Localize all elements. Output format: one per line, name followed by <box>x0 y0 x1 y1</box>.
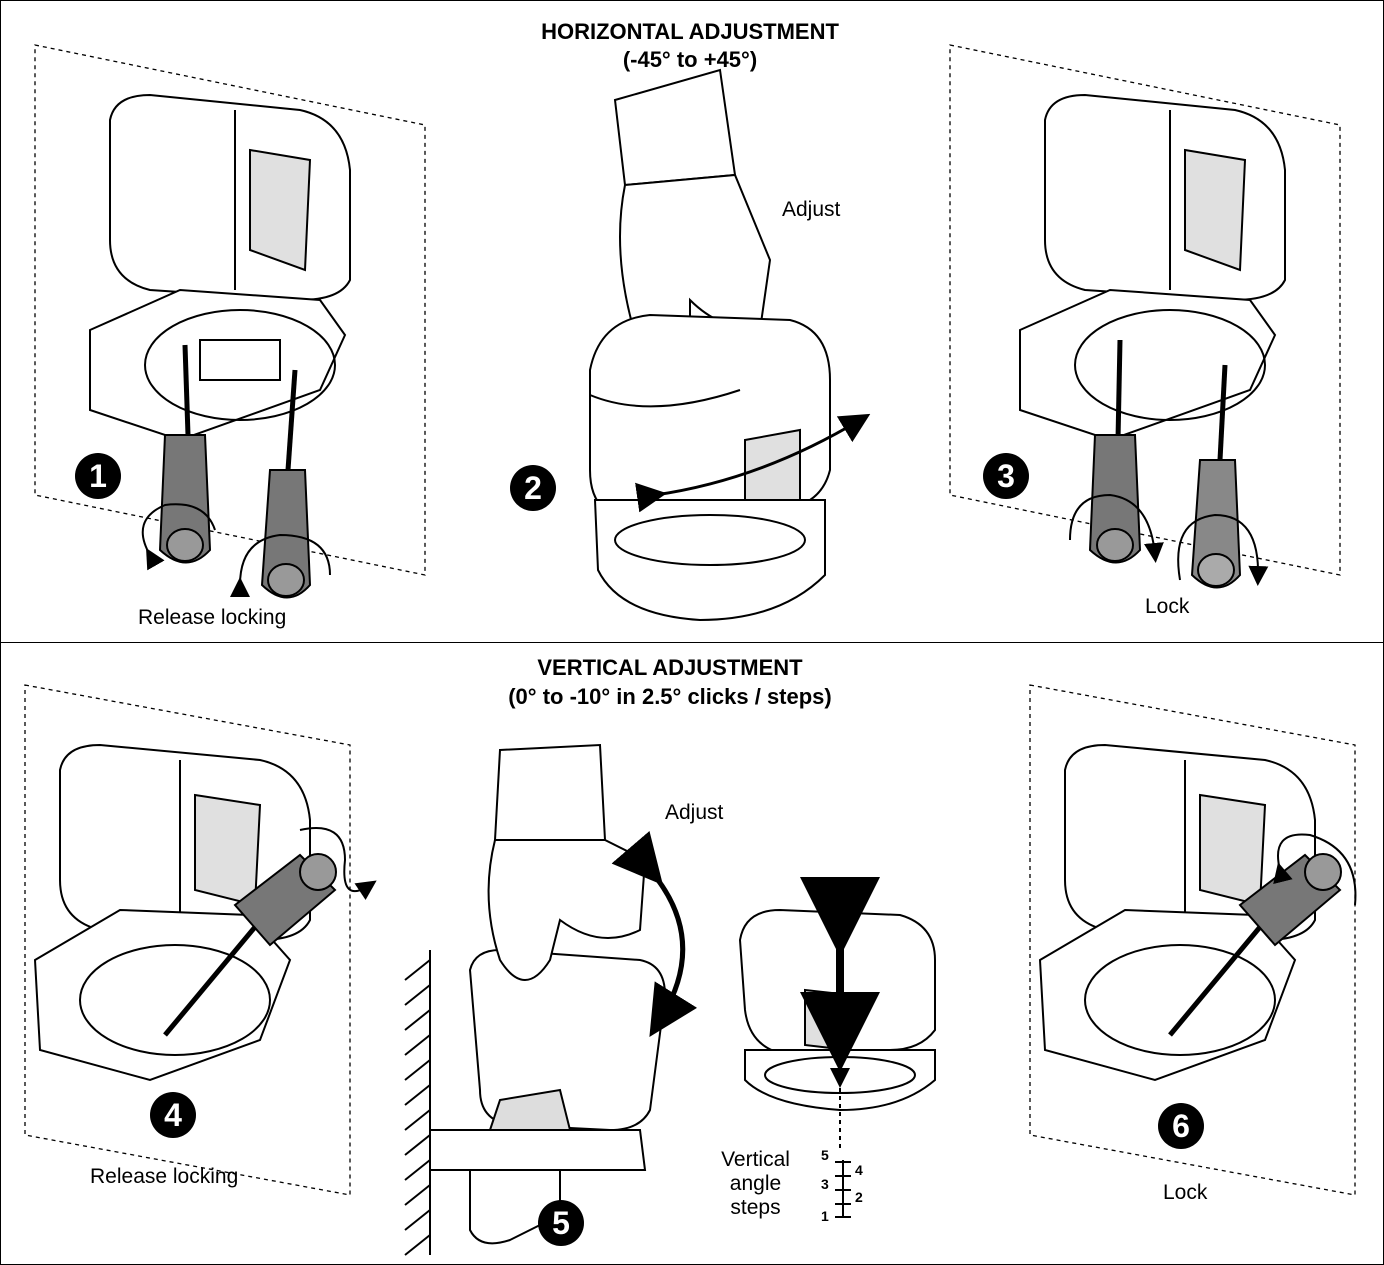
step-badge-3: 3 <box>983 453 1029 499</box>
detector-panel-3 <box>949 44 1341 589</box>
angle-step-2: 2 <box>855 1189 863 1205</box>
step-badge-5: 5 <box>538 1200 584 1246</box>
detector-panel-5 <box>404 743 936 1256</box>
horizontal-range: (-45° to +45°) <box>622 47 758 72</box>
caption-step-6: Lock <box>1163 1181 1208 1204</box>
step-badge-6: 6 <box>1158 1103 1204 1149</box>
detector-panel-6 <box>1029 684 1357 1196</box>
detector-panel-2 <box>589 68 871 622</box>
caption-step-4: Release locking <box>90 1165 239 1188</box>
caption-step-1: Release locking <box>138 606 287 629</box>
angle-label-line-1: Vertical <box>721 1148 790 1171</box>
angle-step-3: 3 <box>821 1176 829 1192</box>
vertical-angle-steps-label: Vertical angle steps <box>708 1148 803 1220</box>
angle-label-line-2: angle <box>729 1172 782 1195</box>
caption-step-3: Lock <box>1145 595 1190 618</box>
step-badge-4: 4 <box>150 1092 196 1138</box>
section-divider <box>0 642 1384 643</box>
angle-label-line-3: steps <box>730 1196 781 1219</box>
vertical-range: (0° to -10° in 2.5° clicks / steps) <box>508 684 832 709</box>
step-badge-2: 2 <box>510 465 556 511</box>
angle-step-5: 5 <box>821 1147 829 1163</box>
horizontal-title: HORIZONTAL ADJUSTMENT <box>541 19 839 44</box>
angle-step-1: 1 <box>821 1208 829 1224</box>
caption-step-2: Adjust <box>782 198 841 221</box>
detector-panel-1 <box>34 44 426 599</box>
vertical-title: VERTICAL ADJUSTMENT <box>537 655 803 680</box>
angle-step-4: 4 <box>855 1162 863 1178</box>
caption-step-5: Adjust <box>665 801 724 824</box>
detector-panel-4 <box>24 684 377 1196</box>
step-badge-1: 1 <box>75 453 121 499</box>
